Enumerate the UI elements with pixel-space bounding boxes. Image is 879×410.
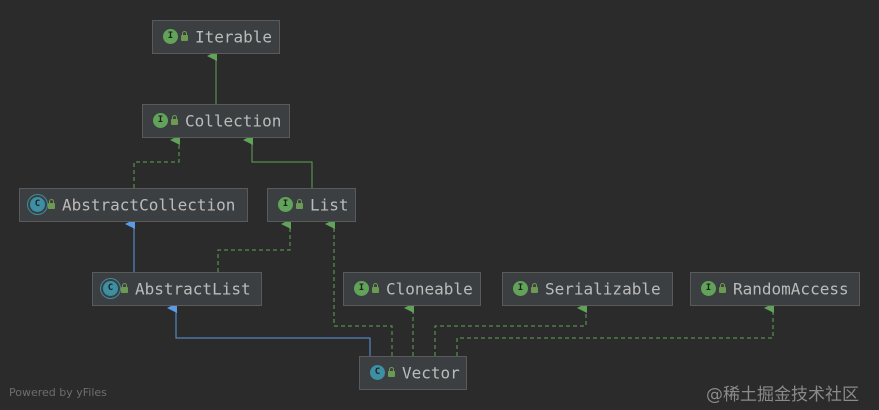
lock-icon [719, 282, 726, 293]
node-label: Cloneable [386, 279, 473, 299]
node-serializable[interactable]: I Serializable [502, 272, 673, 306]
interface-icon: I [163, 29, 178, 44]
node-label: Serializable [545, 279, 661, 299]
node-label: Collection [185, 111, 282, 131]
interface-icon: I [513, 281, 528, 296]
node-collection[interactable]: I Collection [142, 104, 290, 138]
node-list[interactable]: I List [267, 188, 356, 222]
lock-icon [372, 282, 379, 293]
interface-icon: I [701, 281, 716, 296]
edge-abstractcollection-collection [133, 135, 180, 188]
edge-list-collection [243, 135, 313, 188]
lock-icon [531, 282, 538, 293]
lock-icon [121, 282, 128, 293]
interface-icon: I [278, 197, 293, 212]
node-label: List [310, 195, 349, 215]
node-label: AbstractCollection [62, 195, 236, 215]
abstract-class-icon: C [103, 281, 118, 296]
lock-icon [48, 198, 55, 209]
powered-by-footer: Powered by yFiles [9, 386, 107, 399]
edge-vector-randomaccess [456, 303, 774, 356]
lock-icon [171, 114, 178, 125]
edge-abstractlist-list [217, 219, 291, 272]
node-abstract-collection[interactable]: C AbstractCollection [19, 188, 248, 222]
node-cloneable[interactable]: I Cloneable [343, 272, 481, 306]
interface-icon: I [354, 281, 369, 296]
lock-icon [388, 366, 395, 377]
node-label: Vector [402, 363, 460, 383]
node-random-access[interactable]: I RandomAccess [690, 272, 860, 306]
node-label: RandomAccess [733, 279, 849, 299]
lock-icon [296, 198, 303, 209]
interface-icon: I [153, 113, 168, 128]
edge-vector-abstractlist [167, 303, 371, 356]
node-vector[interactable]: C Vector [359, 356, 467, 390]
node-abstract-list[interactable]: C AbstractList [92, 272, 262, 306]
node-iterable[interactable]: I Iterable [152, 20, 280, 54]
watermark: @稀土掘金技术社区 [706, 385, 859, 405]
abstract-class-icon: C [30, 197, 45, 212]
edge-vector-list [325, 219, 393, 356]
node-label: Iterable [195, 27, 273, 47]
node-label: AbstractList [135, 279, 251, 299]
edge-vector-serializable [434, 303, 587, 356]
lock-icon [181, 30, 188, 41]
class-icon: C [370, 365, 385, 380]
